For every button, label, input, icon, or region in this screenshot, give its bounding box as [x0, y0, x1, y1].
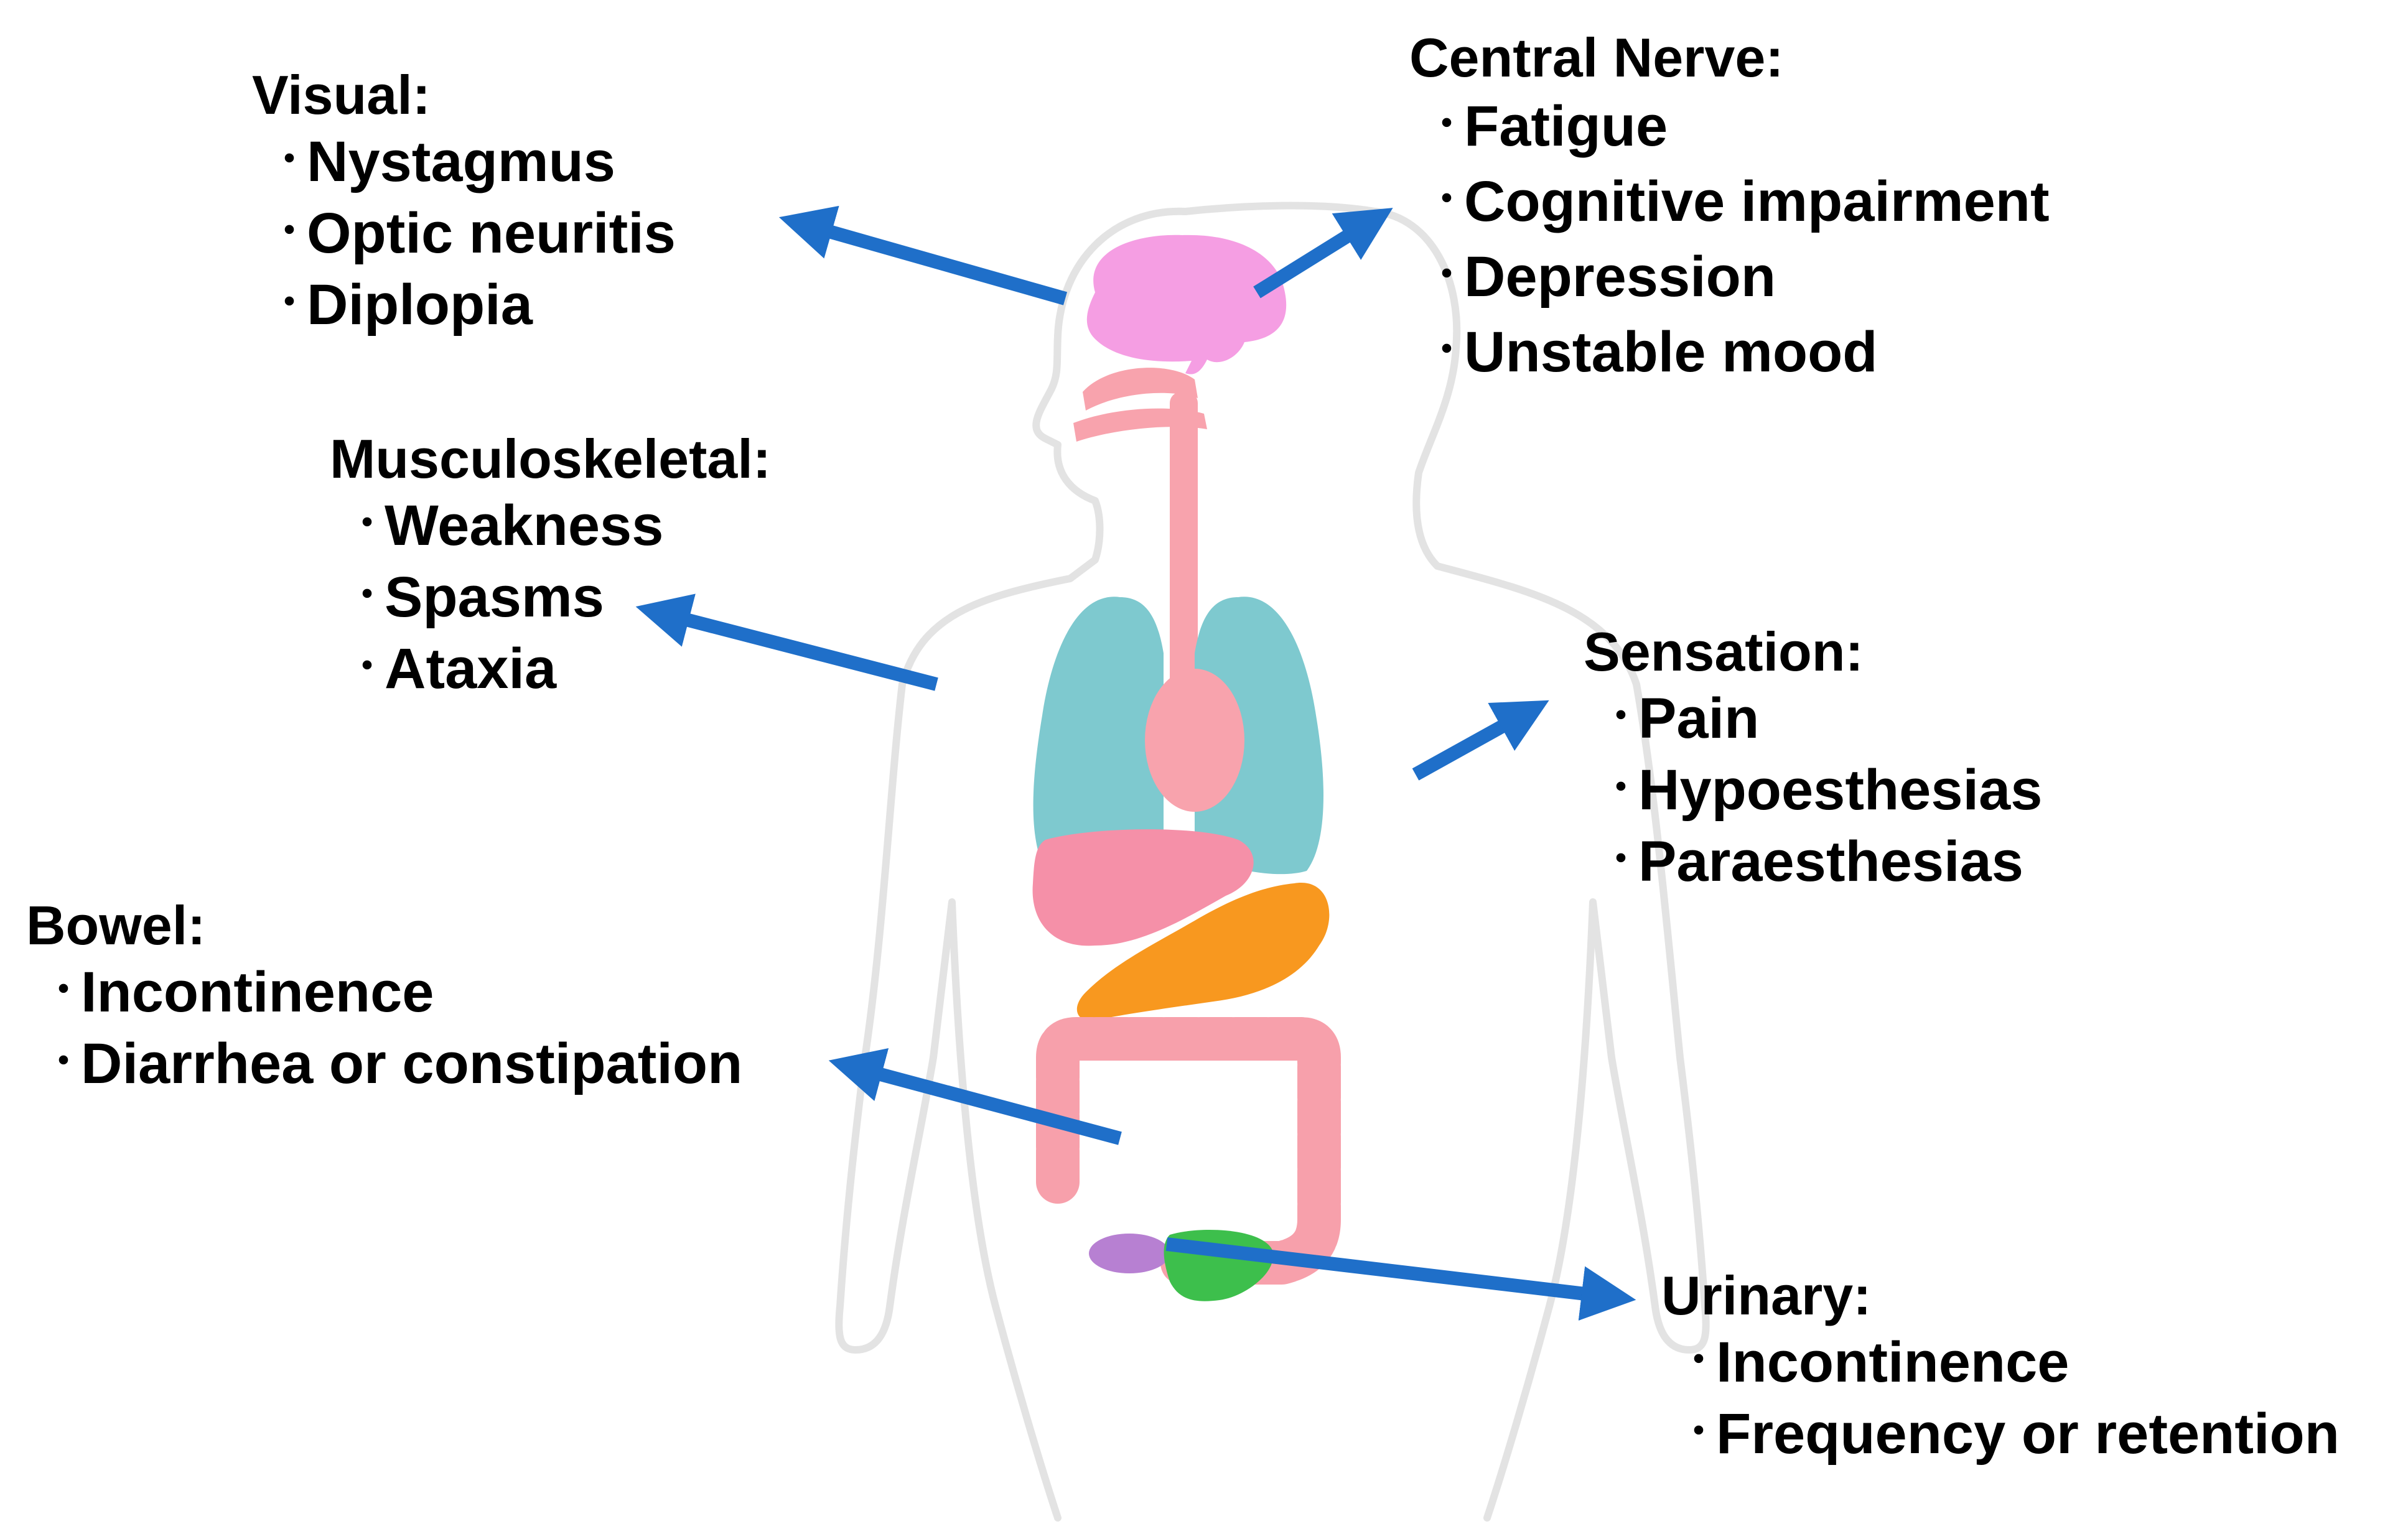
- list-item: ・Diplopia: [271, 268, 676, 340]
- bullet: ・: [1680, 1411, 1717, 1453]
- bullet: ・: [1428, 103, 1465, 145]
- list-item: ・Incontinence: [45, 955, 742, 1027]
- list-item: ・Unstable mood: [1428, 314, 2050, 389]
- arrow-visual: [778, 205, 1068, 305]
- brain-organ: [1086, 235, 1287, 374]
- bullet: ・: [1428, 179, 1465, 220]
- central-nerve-group: Central Nerve: ・Fatigue ・Cognitive impai…: [1409, 28, 2050, 389]
- arrow-urinary: [1165, 1237, 1636, 1321]
- arrow-sensation: [1412, 700, 1549, 781]
- list-item: ・Paraesthesias: [1602, 825, 2042, 896]
- sensation-heading: Sensation:: [1584, 621, 1864, 682]
- urinary-heading: Urinary:: [1661, 1265, 1872, 1326]
- bullet: ・: [1602, 695, 1640, 737]
- list-item: ・Frequency or retention: [1680, 1397, 2340, 1469]
- urinary-group: Urinary: ・Incontinence ・Frequency or ret…: [1661, 1266, 2340, 1469]
- bladder-organ: [1089, 1234, 1170, 1273]
- bullet: ・: [348, 646, 386, 687]
- bullet: ・: [1680, 1339, 1717, 1381]
- urinary-list: ・Incontinence ・Frequency or retention: [1661, 1326, 2340, 1469]
- bullet: ・: [1602, 767, 1640, 809]
- bowel-group: Bowel: ・Incontinence ・Diarrhea or consti…: [26, 896, 742, 1099]
- arrow-central-nerve: [1253, 208, 1393, 299]
- list-item: ・Weakness: [348, 489, 771, 560]
- intestine-organ: [1036, 1017, 1341, 1285]
- list-item: ・Depression: [1428, 238, 2050, 314]
- liver-organ: [1032, 829, 1254, 946]
- bullet: ・: [348, 503, 386, 544]
- central-nerve-heading: Central Nerve:: [1409, 27, 1784, 88]
- visual-list: ・Nystagmus ・Optic neuritis ・Diplopia: [252, 125, 676, 340]
- list-item: ・Diarrhea or constipation: [45, 1027, 742, 1099]
- list-item: ・Hypoesthesias: [1602, 753, 2042, 825]
- musculoskeletal-group: Musculoskeletal: ・Weakness ・Spasms ・Atax…: [330, 429, 771, 704]
- bullet: ・: [271, 139, 308, 180]
- bowel-list: ・Incontinence ・Diarrhea or constipation: [26, 955, 742, 1099]
- bullet: ・: [271, 210, 308, 252]
- arrows: [635, 205, 1636, 1321]
- musculoskeletal-heading: Musculoskeletal:: [330, 428, 772, 490]
- bullet: ・: [45, 969, 82, 1011]
- list-item: ・Nystagmus: [271, 125, 676, 197]
- arrow-bowel: [828, 1048, 1122, 1145]
- musculoskeletal-list: ・Weakness ・Spasms ・Ataxia: [330, 489, 771, 704]
- stomach-organ: [1076, 883, 1330, 1021]
- list-item: ・Optic neuritis: [271, 197, 676, 268]
- bullet: ・: [271, 282, 308, 323]
- visual-group: Visual: ・Nystagmus ・Optic neuritis ・Dipl…: [252, 65, 676, 340]
- visual-heading: Visual:: [252, 64, 431, 126]
- bullet: ・: [1428, 254, 1465, 295]
- arrow-musculoskeletal: [635, 593, 938, 691]
- list-item: ・Spasms: [348, 560, 771, 632]
- list-item: ・Fatigue: [1428, 88, 2050, 163]
- list-item: ・Cognitive impairment: [1428, 163, 2050, 238]
- list-item: ・Ataxia: [348, 632, 771, 704]
- lungs-organ: [1033, 597, 1323, 877]
- central-nerve-list: ・Fatigue ・Cognitive impairment ・Depressi…: [1409, 88, 2050, 389]
- bullet: ・: [1428, 329, 1465, 371]
- sensation-list: ・Pain ・Hypoesthesias ・Paraesthesias: [1584, 682, 2042, 896]
- airway-organ: [1073, 368, 1207, 697]
- bullet: ・: [45, 1041, 82, 1082]
- list-item: ・Pain: [1602, 682, 2042, 753]
- bullet: ・: [1602, 839, 1640, 880]
- heart-organ: [1145, 669, 1244, 812]
- bullet: ・: [348, 574, 386, 616]
- sensation-group: Sensation: ・Pain ・Hypoesthesias ・Paraest…: [1584, 622, 2042, 896]
- bowel-heading: Bowel:: [26, 895, 206, 956]
- list-item: ・Incontinence: [1680, 1326, 2340, 1397]
